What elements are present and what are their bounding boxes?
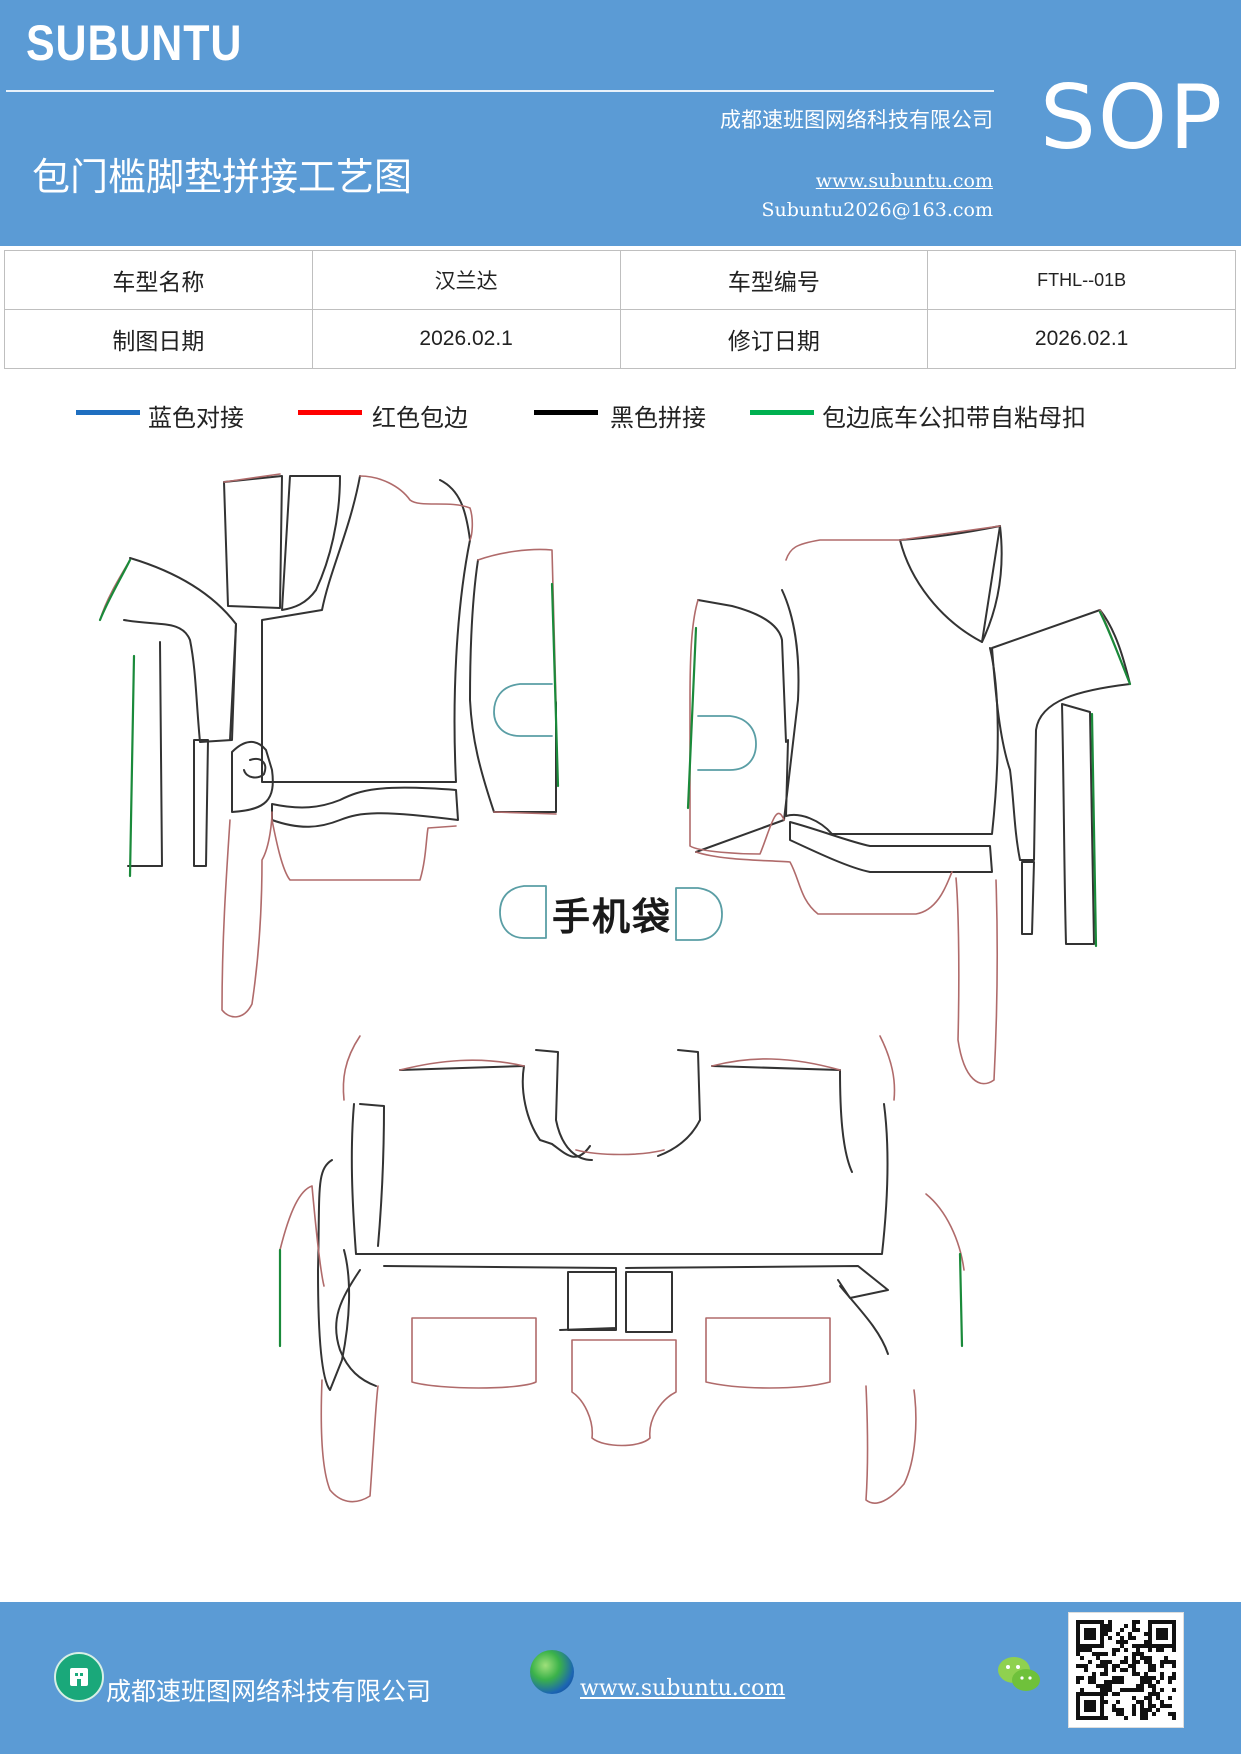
page-title: 包门槛脚垫拼接工艺图 <box>32 155 413 199</box>
footer-banner: 成都速班图网络科技有限公司 www.subuntu.com <box>0 1602 1241 1754</box>
phone-pocket-label: 手机袋 <box>552 895 673 939</box>
green-velcro-lines <box>98 558 1132 1348</box>
model-code-label: 车型编号 <box>619 250 929 310</box>
footer-website-link[interactable]: www.subuntu.com <box>580 1676 786 1701</box>
revise-date-label: 修订日期 <box>619 309 929 369</box>
legend-swatch-green <box>750 410 814 415</box>
red-edge-lines <box>99 473 1131 1504</box>
header-banner: SUBUNTU SOP 成都速班图网络科技有限公司 包门槛脚垫拼接工艺图 www… <box>0 0 1241 246</box>
revise-date-value: 2026.02.1 <box>927 309 1236 369</box>
header-divider <box>6 90 994 92</box>
legend: 蓝色对接 红色包边 黑色拼接 包边底车公扣带自粘母扣 <box>0 398 1241 438</box>
model-code-value: FTHL--01B <box>927 250 1236 310</box>
qr-code <box>1068 1612 1184 1728</box>
header-email[interactable]: Subuntu2026@163.com <box>761 199 993 221</box>
table-row: 车型名称 汉兰达 车型编号 FTHL--01B <box>4 250 1236 310</box>
legend-label-blue: 蓝色对接 <box>148 404 244 432</box>
legend-swatch-blue <box>76 410 140 415</box>
wechat-icon[interactable] <box>996 1654 1042 1696</box>
legend-swatch-black <box>534 410 598 415</box>
black-seam-lines <box>123 475 1131 1391</box>
legend-label-green: 包边底车公扣带自粘母扣 <box>822 404 1086 432</box>
legend-swatch-red <box>298 410 362 415</box>
model-name-label: 车型名称 <box>4 250 313 310</box>
footer-company: 成都速班图网络科技有限公司 <box>106 1677 432 1706</box>
legend-label-black: 黑色拼接 <box>610 404 706 432</box>
model-name-value: 汉兰达 <box>311 250 621 310</box>
header-website-link[interactable]: www.subuntu.com <box>815 170 993 192</box>
table-row: 制图日期 2026.02.1 修订日期 2026.02.1 <box>4 309 1236 369</box>
draw-date-value: 2026.02.1 <box>311 309 621 369</box>
brand-logo: SUBUNTU <box>26 15 243 71</box>
legend-label-red: 红色包边 <box>372 404 468 432</box>
draw-date-label: 制图日期 <box>4 309 313 369</box>
header-company: 成都速班图网络科技有限公司 <box>720 108 993 132</box>
sop-label: SOP <box>1040 66 1225 169</box>
phone-pockets <box>493 683 757 941</box>
globe-icon <box>530 1650 574 1694</box>
floor-mat-diagram <box>98 473 1132 1504</box>
info-table: 车型名称 汉兰达 车型编号 FTHL--01B 制图日期 2026.02.1 修… <box>4 250 1236 369</box>
company-icon <box>54 1652 104 1702</box>
